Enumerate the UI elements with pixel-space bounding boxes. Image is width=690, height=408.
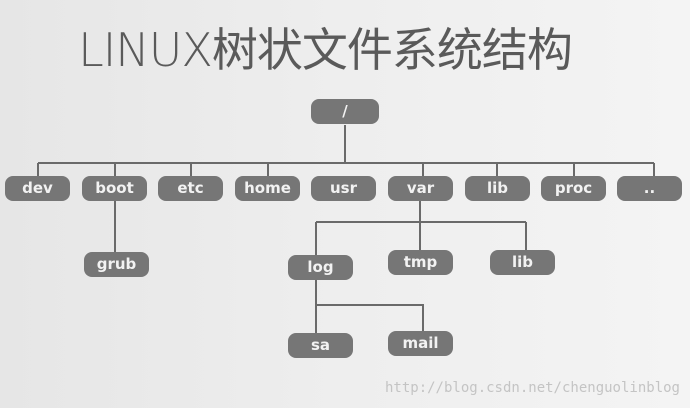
- node-var-lib[interactable]: lib: [490, 250, 555, 275]
- root-connector: [37, 125, 655, 176]
- node-boot[interactable]: boot: [82, 176, 147, 201]
- node-dev[interactable]: dev: [5, 176, 70, 201]
- node-etc[interactable]: etc: [158, 176, 223, 201]
- node-lib[interactable]: lib: [465, 176, 530, 201]
- node-log[interactable]: log: [288, 255, 353, 280]
- slide-title: LINUX树状文件系统结构: [78, 23, 573, 77]
- node-usr[interactable]: usr: [311, 176, 376, 201]
- var-connector: [315, 201, 527, 255]
- watermark: http://blog.csdn.net/chenguolinblog: [384, 380, 680, 396]
- node-proc[interactable]: proc: [541, 176, 606, 201]
- node-home[interactable]: home: [235, 176, 300, 201]
- node-var[interactable]: var: [388, 176, 453, 201]
- node-grub[interactable]: grub: [84, 252, 149, 277]
- node-sa[interactable]: sa: [288, 333, 353, 358]
- node-tmp[interactable]: tmp: [388, 250, 453, 275]
- node-root[interactable]: /: [311, 99, 379, 124]
- log-connector: [315, 280, 424, 333]
- node-mail[interactable]: mail: [388, 331, 453, 356]
- node-more[interactable]: ..: [617, 176, 682, 201]
